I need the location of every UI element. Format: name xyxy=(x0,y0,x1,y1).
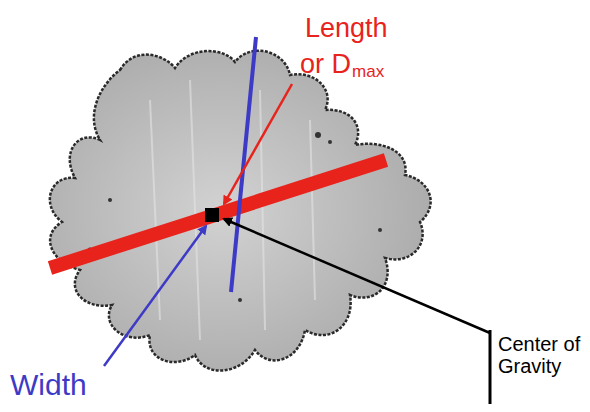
edge-speckles xyxy=(88,132,383,302)
width-leader xyxy=(104,226,206,366)
length-line xyxy=(50,160,386,268)
center-label: Center of Gravity xyxy=(498,333,586,377)
length-label: Length xyxy=(305,14,388,44)
center-of-gravity-mark xyxy=(205,208,219,222)
width-label: Width xyxy=(10,368,87,401)
dmax-subscript: max xyxy=(352,63,384,82)
dmax-label: or D xyxy=(300,50,351,80)
center-leader xyxy=(224,219,490,333)
center-bracket xyxy=(489,330,492,404)
width-line xyxy=(231,37,256,292)
length-leader xyxy=(224,84,292,204)
